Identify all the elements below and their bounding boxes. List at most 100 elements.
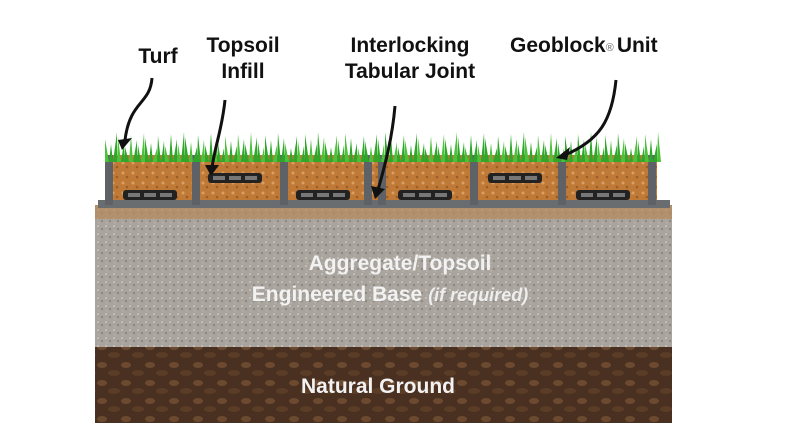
geoblock-unit-walls xyxy=(98,155,670,208)
grass-blade xyxy=(349,138,353,162)
grass-blade xyxy=(145,138,149,162)
grass-blade xyxy=(293,136,297,162)
grass-blade xyxy=(537,135,541,162)
grass-blade xyxy=(317,132,321,162)
grass-blade xyxy=(337,140,341,162)
topsoil-fringe xyxy=(95,205,672,219)
grass-blade xyxy=(321,137,325,162)
grass-blade xyxy=(129,135,133,162)
wall-post xyxy=(648,155,656,205)
grass-blade xyxy=(593,137,597,162)
grass-blade xyxy=(249,132,253,162)
grass-blade xyxy=(205,145,209,162)
grass-blade xyxy=(521,132,525,162)
label-aggregate: Aggregate/Topsoil xyxy=(309,252,492,275)
label-engineered-base: Engineered Base(if required) xyxy=(252,283,528,306)
grass-blade xyxy=(109,144,113,162)
grass-blade xyxy=(229,141,233,162)
grass-blade xyxy=(149,143,153,162)
grass-blade xyxy=(513,139,517,162)
grass-blade xyxy=(533,147,537,162)
grass-blade xyxy=(257,142,261,162)
grass-blade xyxy=(361,136,365,162)
grass-blade xyxy=(485,138,489,162)
cell-rib xyxy=(296,190,350,200)
label-geoblock-unit: Geoblock®Unit xyxy=(510,34,658,57)
grass-blade xyxy=(505,146,509,162)
label-interlocking: Interlocking xyxy=(350,34,469,57)
grass-blade xyxy=(413,133,417,162)
topsoil-arrow xyxy=(210,99,227,169)
grass-blade xyxy=(353,143,357,162)
grass-blade xyxy=(221,148,225,162)
grass-blade xyxy=(301,146,305,162)
grass-blade xyxy=(461,142,465,162)
grass-blade xyxy=(281,138,285,162)
grass-blade xyxy=(305,134,309,162)
label-turf: Turf xyxy=(138,45,178,68)
cell-rib xyxy=(488,173,542,183)
grass-blade xyxy=(389,137,393,162)
cell-rib xyxy=(208,173,262,183)
grass-blade xyxy=(641,146,645,162)
grass-blade xyxy=(417,138,421,162)
wall-post xyxy=(364,155,372,205)
arrow-heads xyxy=(118,138,570,199)
grass-blade xyxy=(477,145,481,162)
grass-blade xyxy=(409,145,413,162)
grass-blade xyxy=(153,148,157,162)
grass-blade xyxy=(601,147,605,162)
grass-blade xyxy=(621,138,625,162)
grass-blade xyxy=(469,135,473,162)
grass-blade xyxy=(653,144,657,162)
grass-blade xyxy=(405,140,409,162)
grass-blade xyxy=(341,145,345,162)
natural-ground-layer xyxy=(95,345,672,423)
grass-blade xyxy=(393,142,397,162)
label-natural-ground: Natural Ground xyxy=(301,375,455,398)
grass-blade xyxy=(445,139,449,162)
grass-blade xyxy=(265,135,269,162)
grass-blade xyxy=(345,133,349,162)
grass-blade xyxy=(309,139,313,162)
grass-blade xyxy=(161,141,165,162)
grass-blade xyxy=(313,144,317,162)
grass-blade xyxy=(377,139,381,162)
grass-blade xyxy=(245,144,249,162)
grass-blade xyxy=(329,147,333,162)
wall-post xyxy=(470,155,478,205)
grass-blade xyxy=(633,136,637,162)
grass-blade xyxy=(489,143,493,162)
grass-blade xyxy=(493,148,497,162)
grass-blade xyxy=(581,139,585,162)
label-topsoil: Topsoil xyxy=(206,34,279,57)
grass-blade xyxy=(333,135,337,162)
grass-blade xyxy=(297,141,301,162)
grass-blade xyxy=(549,133,553,162)
label-tabular-joint: Tabular Joint xyxy=(345,60,475,83)
grass-blade xyxy=(225,136,229,162)
grass-blade xyxy=(425,148,429,162)
grass-blade xyxy=(497,136,501,162)
grass-blade xyxy=(625,143,629,162)
grass-blade xyxy=(541,140,545,162)
grass-blade xyxy=(117,137,121,162)
cell-rib xyxy=(398,190,452,200)
grass-blade xyxy=(545,145,549,162)
grass-blade xyxy=(177,144,181,162)
callout-arrows xyxy=(123,77,618,191)
grass-blade xyxy=(277,133,281,162)
turf-arrow xyxy=(123,77,154,141)
grass-blade xyxy=(369,146,373,162)
engineered-base-layer xyxy=(95,205,672,347)
grass-blade xyxy=(473,140,477,162)
grass-blade xyxy=(553,138,557,162)
grass-blade xyxy=(637,141,641,162)
grass-blade xyxy=(441,134,445,162)
grass-blade xyxy=(605,135,609,162)
grass-blade xyxy=(289,148,293,162)
cell-rib xyxy=(576,190,630,200)
grass-blade xyxy=(613,145,617,162)
grass-blade xyxy=(133,140,137,162)
